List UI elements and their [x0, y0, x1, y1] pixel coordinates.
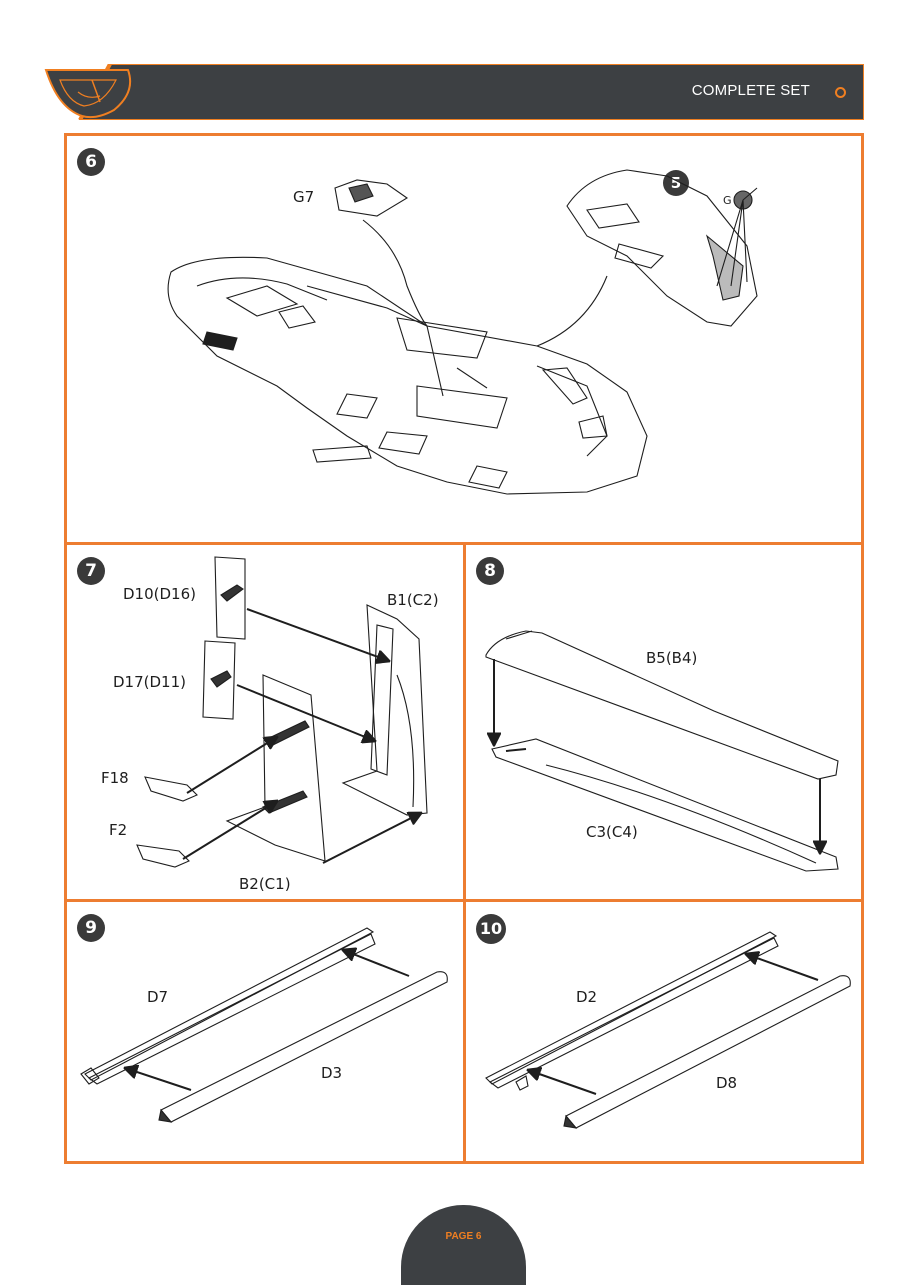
label-g7: G7 — [293, 188, 315, 206]
step-5-badge: 5 — [663, 170, 689, 196]
header-dot-icon — [835, 87, 846, 98]
step-7-tail-drawing — [136, 556, 428, 868]
label-d10: D10(D16) — [123, 585, 196, 603]
label-d8: D8 — [716, 1074, 738, 1092]
step-8-panel: 8 B5(B4) C3(C4) — [463, 542, 864, 902]
label-d7: D7 — [147, 988, 169, 1006]
label-g: G — [723, 194, 732, 207]
label-b1: B1(C2) — [387, 591, 439, 609]
brand-logo-icon — [44, 62, 144, 122]
step-10-panel: 10 D2 D8 — [463, 899, 864, 1164]
step-9-panel: 9 D7 D3 — [64, 899, 466, 1164]
label-b2: B2(C1) — [239, 875, 291, 893]
label-d2: D2 — [576, 988, 598, 1006]
header-title: COMPLETE SET — [691, 82, 810, 99]
label-d17: D17(D11) — [113, 673, 186, 691]
page-number: PAGE 6 — [445, 1231, 482, 1242]
page-number-tab: PAGE 6 — [401, 1205, 526, 1285]
label-b5: B5(B4) — [646, 649, 698, 667]
header-bar: COMPLETE SET — [40, 64, 864, 120]
label-f18: F18 — [101, 769, 129, 787]
step-6-fuselage-drawing — [167, 169, 758, 495]
step-7-panel: 7 D10(D16) B1(C2) D17(D11) F18 F2 B2(C1) — [64, 542, 466, 902]
step-10-flap-drawing — [485, 931, 851, 1129]
step-8-wing-drawing — [485, 630, 839, 872]
label-f2: F2 — [109, 821, 128, 839]
step-10-badge: 10 — [476, 914, 506, 944]
step-6-panel: 6 5 G7 G — [64, 133, 864, 545]
label-d3: D3 — [321, 1064, 343, 1082]
step-9-flap-drawing — [80, 927, 448, 1123]
step-9-badge: 9 — [77, 914, 105, 942]
label-c3: C3(C4) — [586, 823, 638, 841]
step-6-badge: 6 — [77, 148, 105, 176]
step-7-badge: 7 — [77, 557, 105, 585]
step-8-badge: 8 — [476, 557, 504, 585]
